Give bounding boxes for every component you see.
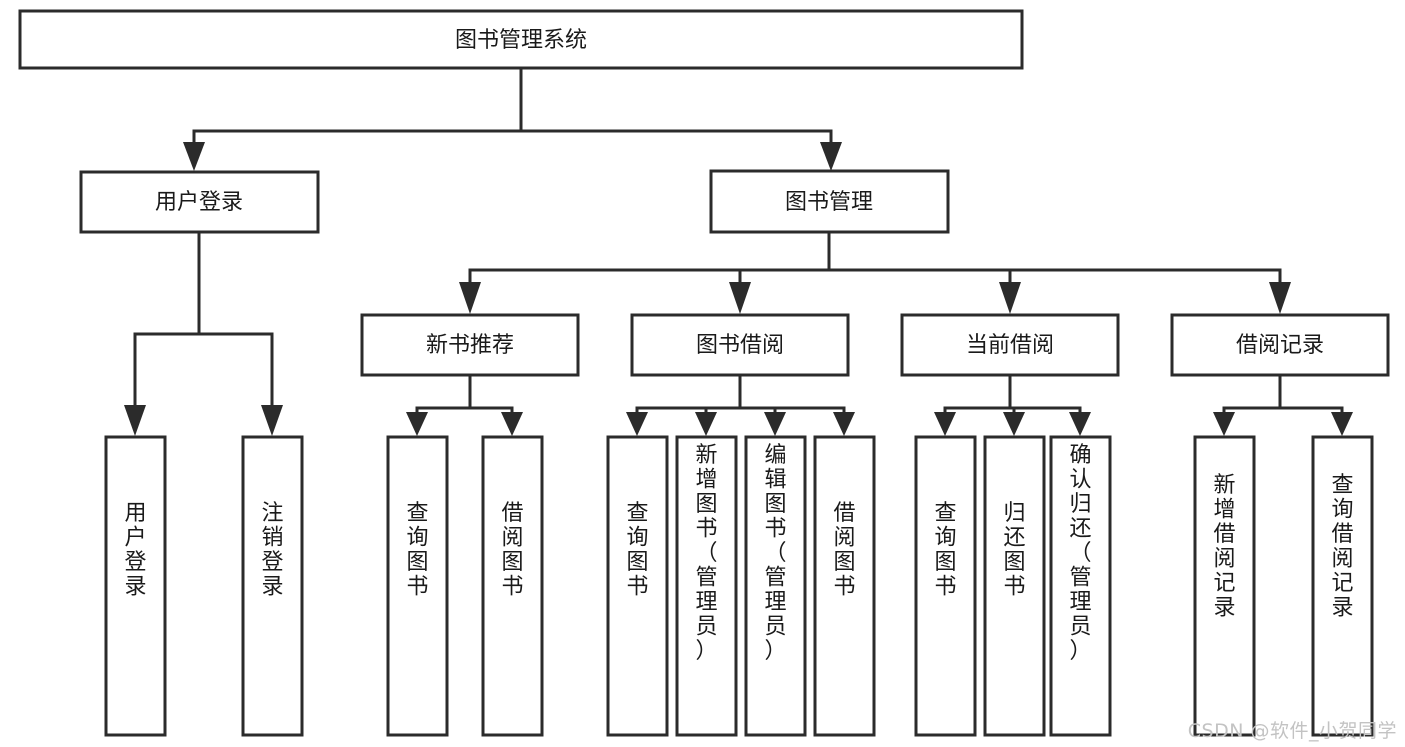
node-borrow-record-label: 借阅记录: [1236, 333, 1324, 358]
arrowhead-leaf-query-book-cur: [934, 412, 956, 436]
leaf-add-book-label: 新增图书（管理员）: [695, 443, 717, 664]
leaf-return-book-label: 归还图书: [1003, 501, 1025, 600]
leaf-borrow-book-bor-box[interactable]: [813, 435, 876, 737]
node-borrow-record[interactable]: 借阅记录: [1170, 313, 1390, 377]
arrowhead-leaf-confirm-return: [1069, 412, 1091, 436]
leaf-user-login-box[interactable]: [104, 435, 167, 737]
node-current-borrow[interactable]: 当前借阅: [900, 313, 1120, 377]
leaf-query-record-label: 查询借阅记录: [1331, 473, 1353, 621]
leaf-node-user-login[interactable]: 用户登录: [104, 435, 167, 737]
csdn-watermark: CSDN @软件_小贺同学: [1187, 720, 1397, 742]
node-borrow-record-box[interactable]: [1170, 313, 1390, 377]
leaf-node-query-book-cur[interactable]: 查询图书: [914, 435, 977, 737]
leaf-query-book-rec-label: 查询图书: [406, 501, 428, 600]
arrowhead-user-login: [183, 142, 205, 171]
node-book-management[interactable]: 图书管理: [709, 169, 950, 234]
leaf-edit-book-label: 编辑图书（管理员）: [764, 443, 786, 664]
arrowhead-leaf-query-book-rec: [406, 412, 428, 436]
leaf-return-book-box[interactable]: [983, 435, 1046, 737]
arrowhead-leaf-add-record: [1213, 412, 1235, 436]
leaf-node-user-logout[interactable]: 注销登录: [241, 435, 304, 737]
leaf-query-book-cur-box[interactable]: [914, 435, 977, 737]
node-book-borrow[interactable]: 图书借阅: [630, 313, 850, 377]
node-user-login[interactable]: 用户登录: [79, 170, 320, 234]
leaf-query-book-rec-box[interactable]: [386, 435, 449, 737]
arrowhead-borrow-record: [1269, 282, 1291, 314]
arrowhead-current-borrow: [999, 282, 1021, 314]
node-current-borrow-label: 当前借阅: [966, 333, 1054, 358]
node-root-box[interactable]: [18, 9, 1024, 70]
node-new-book-recommend-box[interactable]: [360, 313, 580, 377]
arrowhead-leaf-add-book: [695, 412, 717, 436]
leaf-node-borrow-book-rec[interactable]: 借阅图书: [481, 435, 544, 737]
leaf-borrow-book-bor-label: 借阅图书: [833, 501, 855, 600]
node-user-login-label: 用户登录: [155, 190, 243, 215]
arrowhead-leaf-query-record: [1331, 412, 1353, 436]
leaf-node-return-book[interactable]: 归还图书: [983, 435, 1046, 737]
leaf-borrow-book-rec-label: 借阅图书: [501, 501, 523, 600]
leaf-node-confirm-return[interactable]: 确认归还（管理员）: [1049, 435, 1112, 737]
leaf-node-query-book-rec[interactable]: 查询图书: [386, 435, 449, 737]
leaf-node-query-book-bor[interactable]: 查询图书: [606, 435, 669, 737]
node-new-book-recommend[interactable]: 新书推荐: [360, 313, 580, 377]
leaf-node-query-record[interactable]: 查询借阅记录: [1311, 435, 1374, 737]
arrowhead-book-management: [820, 142, 842, 171]
arrowhead-leaf-borrow-book-bor: [833, 412, 855, 436]
node-root[interactable]: 图书管理系统: [18, 9, 1024, 70]
leaf-add-record-label: 新增借阅记录: [1213, 473, 1235, 621]
node-book-management-label: 图书管理: [785, 190, 873, 215]
arrowhead-leaf-return-book: [1003, 412, 1025, 436]
leaf-query-book-cur-label: 查询图书: [934, 501, 956, 600]
leaf-borrow-book-rec-box[interactable]: [481, 435, 544, 737]
arrowhead-new-book-recommend: [459, 282, 481, 314]
leaf-node-add-book[interactable]: 新增图书（管理员）: [675, 435, 738, 737]
connector-layer: [124, 66, 1353, 436]
leaf-add-record-box[interactable]: [1193, 435, 1256, 737]
leaf-user-login-label: 用户登录: [124, 501, 146, 600]
leaf-confirm-return-label: 确认归还（管理员）: [1069, 443, 1091, 664]
leaf-user-logout-box[interactable]: [241, 435, 304, 737]
node-root-label: 图书管理系统: [455, 28, 587, 53]
leaf-edit-book-box[interactable]: [744, 435, 807, 737]
leaf-query-book-bor-label: 查询图书: [626, 501, 648, 600]
leaf-user-logout-label: 注销登录: [261, 501, 283, 600]
node-current-borrow-box[interactable]: [900, 313, 1120, 377]
leaf-query-record-box[interactable]: [1311, 435, 1374, 737]
leaf-node-add-record[interactable]: 新增借阅记录: [1193, 435, 1256, 737]
arrowhead-leaf-borrow-book-rec: [501, 412, 523, 436]
node-book-borrow-label: 图书借阅: [696, 333, 784, 358]
leaf-query-book-bor-box[interactable]: [606, 435, 669, 737]
leaf-confirm-return-box[interactable]: [1049, 435, 1112, 737]
node-user-login-box[interactable]: [79, 170, 320, 234]
arrowhead-leaf-query-book-bor: [626, 412, 648, 436]
node-book-management-box[interactable]: [709, 169, 950, 234]
leaf-add-book-box[interactable]: [675, 435, 738, 737]
arrowhead-book-borrow: [729, 282, 751, 314]
node-new-book-recommend-label: 新书推荐: [426, 333, 514, 358]
leaf-node-edit-book[interactable]: 编辑图书（管理员）: [744, 435, 807, 737]
node-book-borrow-box[interactable]: [630, 313, 850, 377]
arrowhead-leaf-edit-book: [764, 412, 786, 436]
arrowhead-leaf-user-logout: [261, 405, 283, 436]
arrowhead-leaf-user-login: [124, 405, 146, 436]
leaf-node-borrow-book-bor[interactable]: 借阅图书: [813, 435, 876, 737]
